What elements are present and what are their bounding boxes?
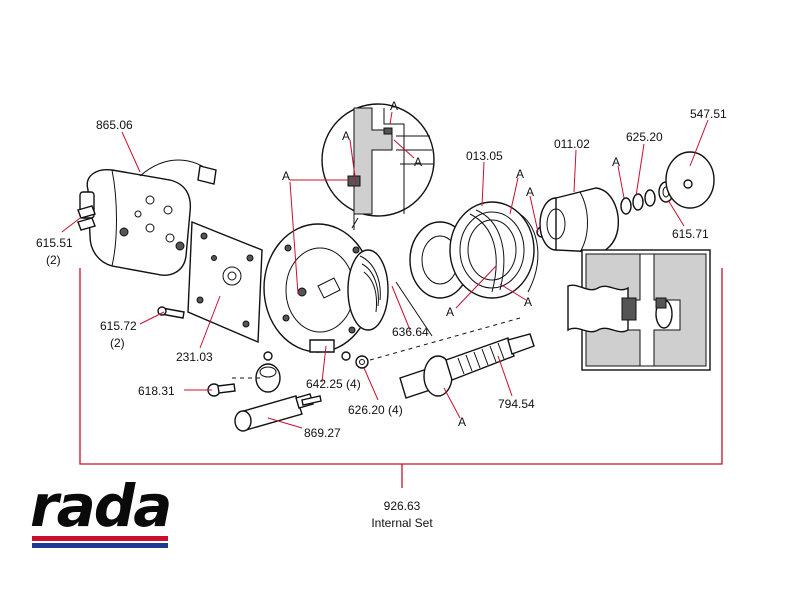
marker-a-3: A <box>414 155 422 169</box>
connector-869-27 <box>234 351 322 432</box>
seals-625-20 <box>620 189 656 215</box>
cartridge-011-02 <box>539 187 619 253</box>
label-636-64: 636.64 <box>392 325 429 339</box>
internal-set-bracket <box>79 268 723 488</box>
label-547-51: 547.51 <box>690 107 727 121</box>
rada-logo-text: rada <box>30 472 170 540</box>
internal-set-name: Internal Set <box>371 516 433 530</box>
label-231-03: 231.03 <box>176 350 213 364</box>
screws-642-25 <box>341 351 351 361</box>
label-013-05: 013.05 <box>466 149 503 163</box>
marker-a-8: A <box>446 305 454 319</box>
logo-stripe-red <box>32 536 168 541</box>
screws-615-72 <box>157 306 185 319</box>
label-626-20: 626.20 (4) <box>348 403 403 417</box>
marker-a-9: A <box>524 295 532 309</box>
internal-set-code: 926.63 <box>384 499 421 513</box>
disc-547-51 <box>665 151 715 209</box>
label-869-27: 869.27 <box>304 426 341 440</box>
label-011-02: 011.02 <box>554 137 590 151</box>
shaft-794-54 <box>399 333 535 399</box>
marker-a-4: A <box>282 169 290 183</box>
label-615-72: 615.72 <box>100 319 137 333</box>
label-615-51-qty: (2) <box>46 253 61 267</box>
detail-inset-circle <box>321 103 435 230</box>
rada-logo: rada <box>30 472 172 548</box>
label-615-71: 615.71 <box>672 227 709 241</box>
motor-housing-865-06 <box>79 159 217 276</box>
logo-stripe-blue <box>32 543 168 548</box>
label-615-51: 615.51 <box>36 236 73 250</box>
section-detail-box <box>567 249 711 371</box>
mounting-plate-231-03 <box>187 220 263 344</box>
marker-a-2: A <box>342 129 350 143</box>
marker-a-7: A <box>612 155 620 169</box>
marker-a-6: A <box>526 185 534 199</box>
marker-a-10: A <box>458 415 466 429</box>
screws-615-51 <box>77 205 96 231</box>
label-625-20: 625.20 <box>626 130 663 144</box>
rotor-013-05 <box>409 201 548 299</box>
cover-plate-636-64 <box>263 223 389 353</box>
washers-626-20 <box>355 355 369 369</box>
marker-a-5: A <box>516 167 524 181</box>
label-615-72-qty: (2) <box>110 336 125 350</box>
label-618-31: 618.31 <box>138 384 175 398</box>
leader-lines <box>61 111 709 429</box>
label-865-06: 865.06 <box>96 118 133 132</box>
label-794-54: 794.54 <box>498 397 535 411</box>
screw-618-31 <box>207 383 236 397</box>
label-642-25: 642.25 (4) <box>306 377 361 391</box>
marker-a-1: A <box>390 99 398 113</box>
